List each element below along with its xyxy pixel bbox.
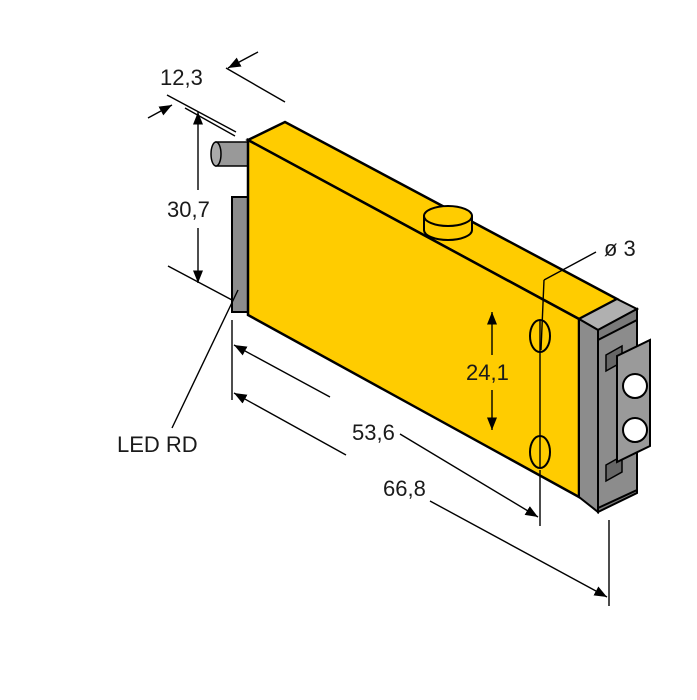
dimension-labels: 12,3 30,7 ø 3 24,1 53,6 66,8 LED RD xyxy=(117,65,636,501)
depth-dimension-label: 12,3 xyxy=(160,65,203,90)
hole-diameter-label: ø 3 xyxy=(604,236,636,261)
connector-block xyxy=(576,297,651,515)
height-dimension-label: 30,7 xyxy=(167,197,210,222)
top-button xyxy=(423,205,473,241)
left-end-cap xyxy=(231,196,249,313)
led-label: LED RD xyxy=(117,432,198,457)
sensor-body xyxy=(210,120,651,515)
hole-spacing-label: 24,1 xyxy=(466,360,509,385)
body-length-label: 53,6 xyxy=(352,420,395,445)
fibre-port-upper xyxy=(622,373,648,399)
cable-stub xyxy=(210,141,251,167)
fibre-port-lower xyxy=(622,417,648,443)
total-length-label: 66,8 xyxy=(383,476,426,501)
dimension-lines xyxy=(147,51,610,606)
